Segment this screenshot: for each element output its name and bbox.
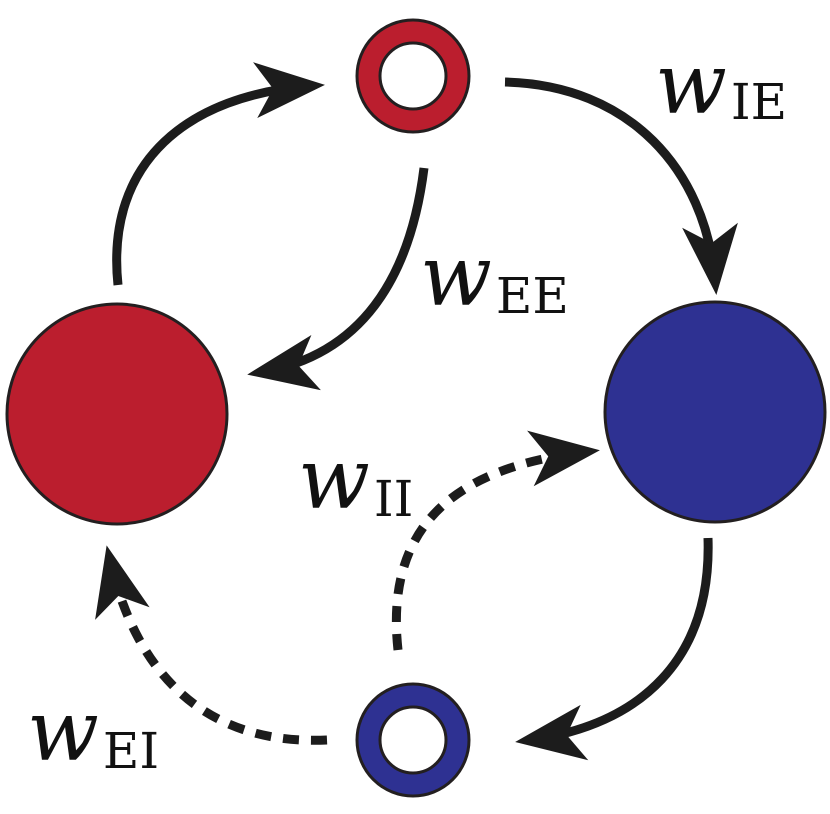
arrow-e-to-top-e [112,62,325,286]
arrow-top-e-to-e-w-ee [247,167,429,391]
arrow-i-to-bottom-i [515,537,713,761]
label-w-ii: wII [298,430,413,528]
label-w-ee: wEE [420,227,569,325]
label-w-ie: wIE [655,35,787,133]
inhibitory-population-node [603,300,827,524]
excitatory-population-node [5,302,229,526]
label-w-ei: wEI [27,682,159,780]
arrow-bottom-i-to-i-w-ii [391,430,600,651]
arrow-top-e-to-i-w-ie [504,77,738,295]
arrow-bottom-i-to-e-w-ei [95,545,328,745]
